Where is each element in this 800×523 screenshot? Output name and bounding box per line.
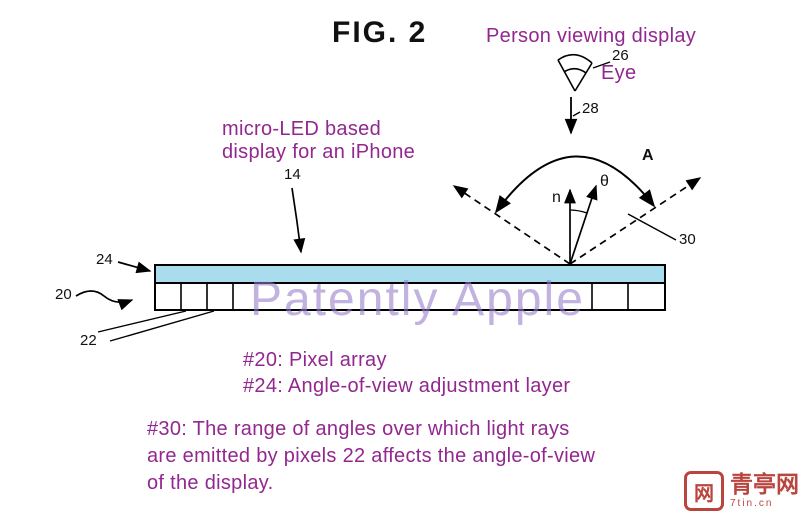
ref22-leader-lines xyxy=(97,310,215,342)
ref-20: 20 xyxy=(55,286,72,303)
site-watermark-badge: 网 青亭网 7tin.cn xyxy=(684,471,799,511)
ref20-arrow xyxy=(75,290,134,311)
ref-28: 28 xyxy=(582,100,599,117)
ref-14: 14 xyxy=(284,166,301,183)
ref-26: 26 xyxy=(612,47,629,64)
figure-title: FIG. 2 xyxy=(332,16,428,49)
theta-ray-arrow xyxy=(569,184,598,265)
angle-of-view-arc xyxy=(494,155,656,214)
eye-label: Eye xyxy=(601,62,637,84)
dashed-ray-right xyxy=(569,177,702,265)
legend-paragraph-line2: are emitted by pixels 22 affects the ang… xyxy=(147,445,596,467)
display-caption-line2: display for an iPhone xyxy=(222,141,416,163)
legend-paragraph-line3: of the display. xyxy=(147,472,274,494)
site-domain: 7tin.cn xyxy=(730,498,774,509)
display-caption-line1: micro-LED based xyxy=(222,118,382,140)
watermark-text: Patently Apple xyxy=(250,273,585,326)
pixel-array-rect xyxy=(154,281,666,311)
normal-symbol: n xyxy=(552,189,561,206)
person-viewing-label: Person viewing display xyxy=(486,25,697,47)
ref24-arrow xyxy=(117,261,152,274)
display-stack xyxy=(154,264,666,311)
arc-symbol: A xyxy=(642,147,654,164)
ref26-leader-line xyxy=(592,61,611,69)
theta-symbol: θ xyxy=(600,173,609,190)
legend-paragraph: #30: The range of angles over which ligh… xyxy=(147,416,595,497)
legend-adjustment-layer: #24: Angle-of-view adjustment layer xyxy=(243,375,571,397)
theta-angle-arc xyxy=(569,209,588,214)
ref-30: 30 xyxy=(679,231,696,248)
site-logo-icon: 网 xyxy=(684,471,724,511)
pixel-dividers xyxy=(180,283,629,310)
site-name: 青亭网 xyxy=(730,471,799,497)
ref14-arrow xyxy=(291,187,306,254)
legend-paragraph-line1: #30: The range of angles over which ligh… xyxy=(147,418,570,440)
site-badge-text: 青亭网 7tin.cn xyxy=(730,473,799,509)
emission-rays xyxy=(452,155,702,265)
legend-pixel-array: #20: Pixel array xyxy=(243,349,387,371)
ref-22: 22 xyxy=(80,332,97,349)
display-caption: micro-LED based display for an iPhone xyxy=(222,118,415,164)
ref-24: 24 xyxy=(96,251,113,268)
ref30-leader-line xyxy=(627,213,677,241)
eye-icon xyxy=(557,53,593,92)
adjustment-layer-rect xyxy=(154,264,666,284)
ref28-leader-line xyxy=(572,111,581,117)
